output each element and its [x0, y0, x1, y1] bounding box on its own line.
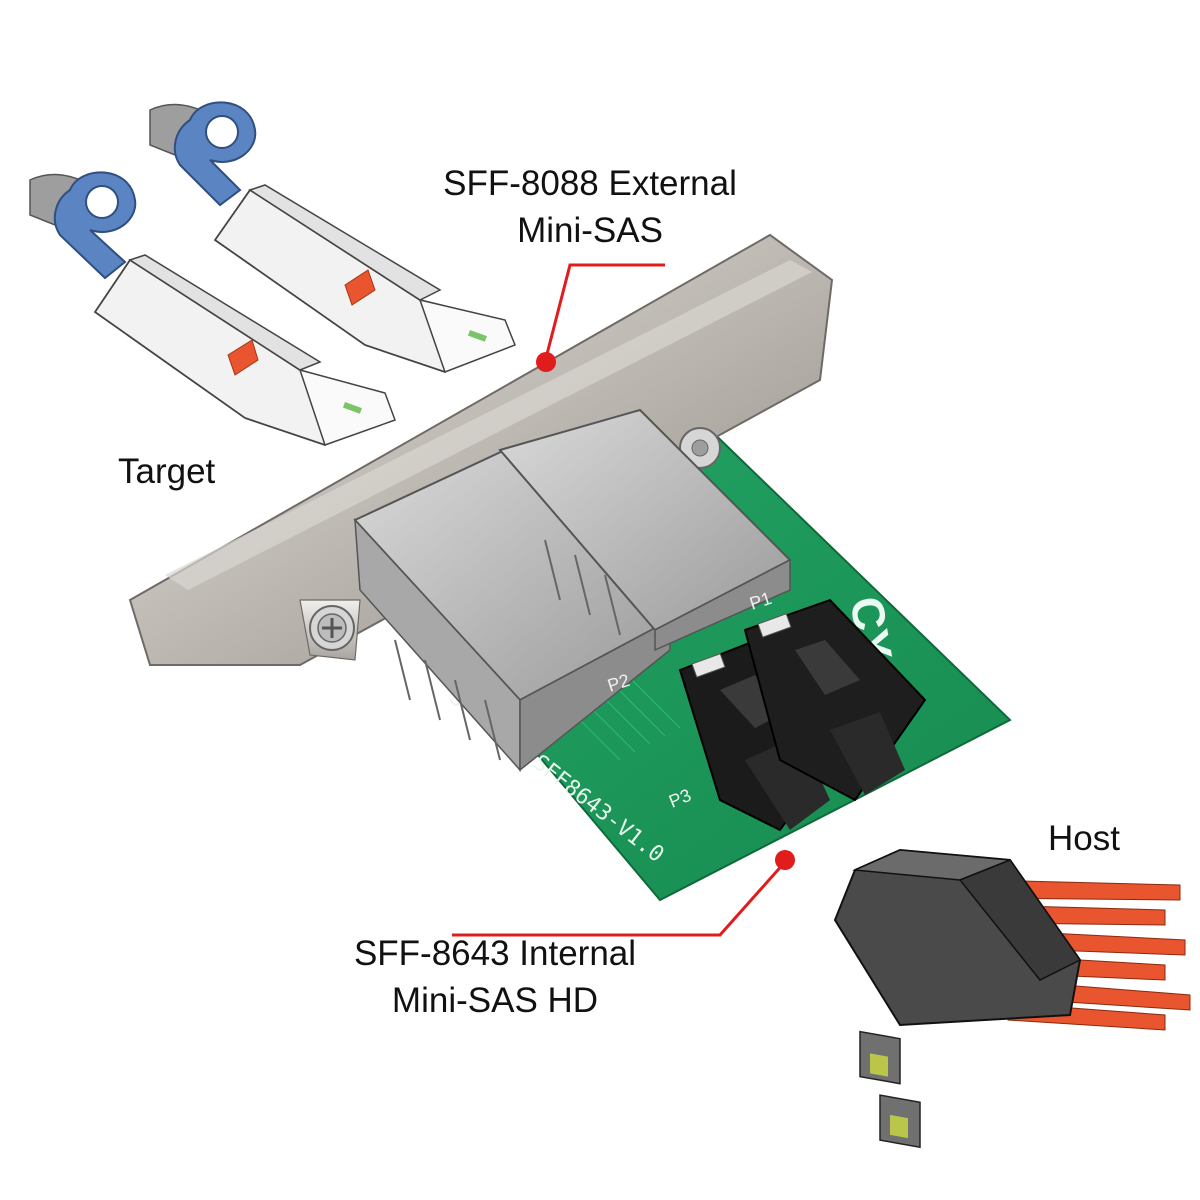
target-label: Target: [118, 452, 216, 491]
sff8643-internal-label: SFF-8643 Internal Mini-SAS HD: [340, 930, 650, 1025]
sff8088-port-p1: [498, 408, 792, 652]
host-label: Host: [1048, 819, 1120, 858]
target-cable-rear: [149, 101, 516, 374]
callout-internal: [452, 850, 795, 937]
target-cable-front: [29, 171, 396, 447]
sff8088-label-line2: Mini-SAS: [517, 211, 663, 251]
target-cable-assembly: [29, 101, 516, 447]
sff8643-label-line1: SFF-8643 Internal: [353, 934, 637, 973]
host-connector-assembly: [833, 848, 1191, 1149]
screw-icon: [309, 605, 355, 651]
sff8643-label-line2: Mini-SAS HD: [391, 981, 599, 1021]
sff8088-external-label: SFF-8088 External Mini-SAS: [420, 160, 760, 255]
sff8088-port-p2: [353, 448, 672, 772]
sff8643-connector-b: [743, 598, 927, 802]
sff8088-label-line1: SFF-8088 External: [443, 164, 737, 203]
callout-external: [536, 263, 665, 372]
pcb-traces: [559, 667, 681, 761]
